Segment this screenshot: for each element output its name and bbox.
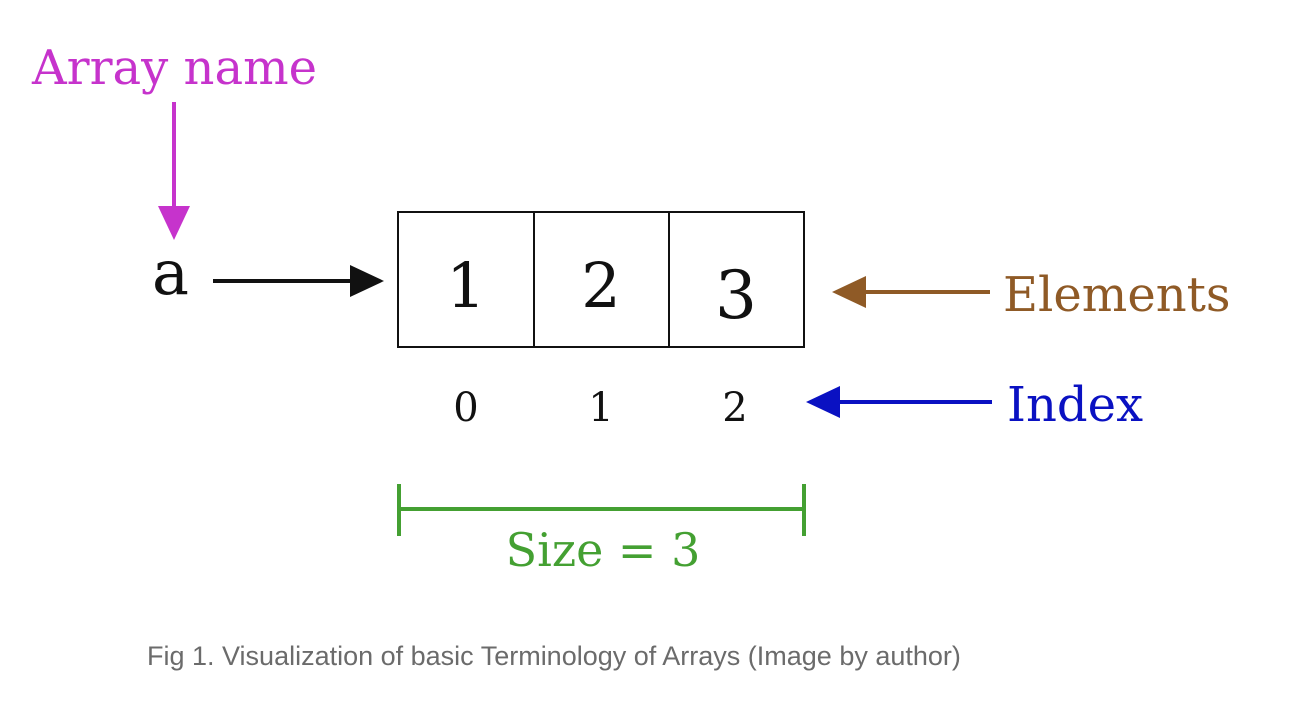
- size-bracket: [397, 484, 806, 536]
- element-value-2: 3: [715, 257, 757, 334]
- array-cell-1: [533, 211, 670, 348]
- array-name-arrow: [158, 102, 190, 240]
- element-value-0: 1: [446, 249, 485, 322]
- variable-name: a: [152, 236, 189, 309]
- array-cell-0: [397, 211, 535, 348]
- variable-pointer-arrow: [213, 265, 384, 297]
- array-cell-2: [668, 211, 805, 348]
- size-label: Size = 3: [506, 523, 701, 577]
- element-value-1: 2: [581, 249, 620, 322]
- index-value-2: 2: [722, 385, 747, 431]
- elements-label: Elements: [1003, 267, 1231, 323]
- index-value-1: 1: [588, 385, 613, 431]
- index-arrow: [806, 386, 992, 418]
- index-value-0: 0: [453, 385, 478, 431]
- elements-arrow: [832, 276, 990, 308]
- figure-caption: Fig 1. Visualization of basic Terminolog…: [147, 641, 961, 671]
- array-box: 1 2 3: [397, 211, 805, 348]
- index-label: Index: [1007, 377, 1143, 433]
- array-name-label: Array name: [31, 40, 317, 96]
